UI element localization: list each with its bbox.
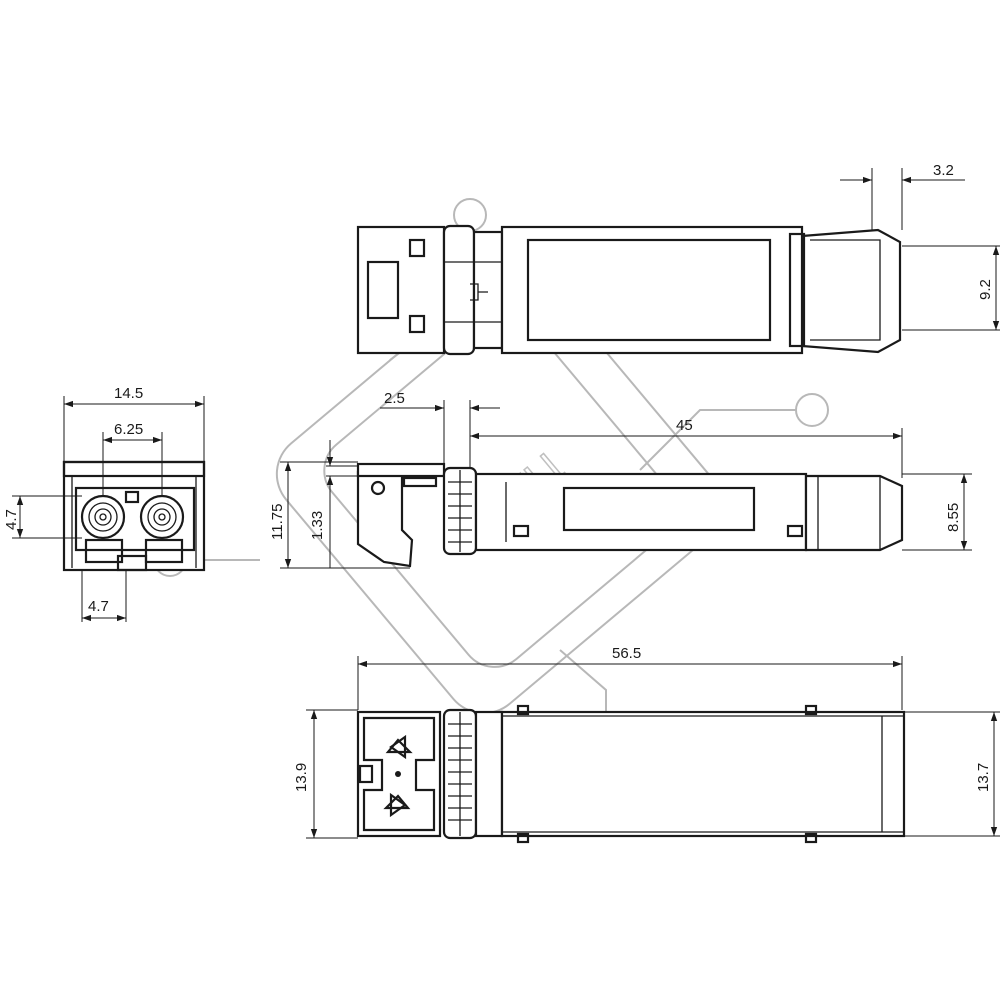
dim-bottom-right-height: 13.7 bbox=[904, 711, 1000, 837]
dim-top-width: 3.2 bbox=[840, 162, 965, 230]
dim-side-height-total: 11.75 bbox=[269, 461, 410, 569]
side-view bbox=[356, 462, 904, 568]
label-top-width: 3.2 bbox=[933, 162, 954, 179]
dim-side-latch-height: 1.33 bbox=[309, 440, 358, 568]
label-front-height: 4.7 bbox=[3, 509, 20, 530]
top-view bbox=[356, 224, 902, 356]
dim-bottom-left-height: 13.9 bbox=[293, 709, 358, 839]
label-front-width: 14.5 bbox=[114, 385, 143, 402]
dim-side-latch: 2.5 bbox=[380, 390, 500, 468]
label-side-latch: 2.5 bbox=[384, 390, 405, 407]
label-side-height-total: 11.75 bbox=[269, 504, 286, 540]
label-front-pitch: 6.25 bbox=[114, 421, 143, 438]
bottom-view bbox=[356, 704, 906, 844]
label-side-body-height: 8.55 bbox=[945, 503, 962, 532]
label-bottom-right-height: 13.7 bbox=[975, 763, 992, 792]
front-view bbox=[62, 460, 206, 572]
label-top-height: 9.2 bbox=[977, 279, 994, 300]
label-bottom-left-height: 13.9 bbox=[293, 763, 310, 792]
dim-front-bottom: 4.7 bbox=[81, 570, 127, 622]
dim-front-height: 4.7 bbox=[3, 495, 82, 539]
dim-side-length: 45 bbox=[470, 417, 903, 478]
dim-bottom-length: 56.5 bbox=[357, 645, 903, 710]
label-front-bottom: 4.7 bbox=[88, 598, 109, 615]
label-side-latch-height: 1.33 bbox=[309, 511, 326, 540]
dim-top-height: 9.2 bbox=[902, 245, 1000, 331]
label-side-length: 45 bbox=[676, 417, 693, 434]
dim-front-width: 14.5 bbox=[63, 385, 205, 462]
dim-front-pitch: 6.25 bbox=[102, 421, 163, 496]
label-bottom-length: 56.5 bbox=[612, 645, 641, 662]
dim-side-body-height: 8.55 bbox=[902, 473, 972, 551]
